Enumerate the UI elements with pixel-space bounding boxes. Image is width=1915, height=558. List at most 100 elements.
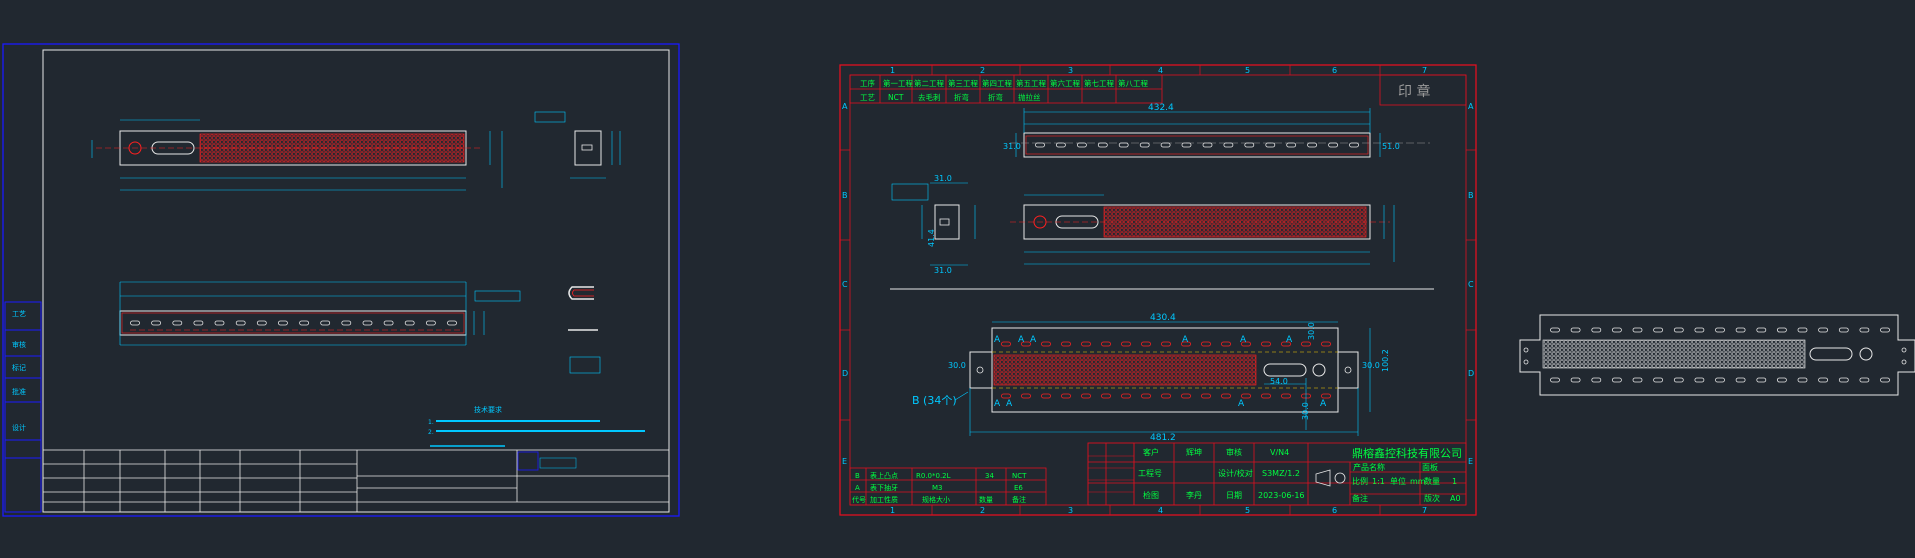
side-label-3: 标记 <box>12 363 26 372</box>
flat-bottom-notch <box>1161 393 1171 399</box>
process-r1-c6: 第六工程 <box>1050 78 1080 88</box>
dim-side-width-top: 31.0 <box>934 174 952 183</box>
grid-row-a-right: A <box>1468 102 1474 111</box>
spec-table <box>849 467 1047 506</box>
process-row-2: 工艺 NCT 去毛刺 折弯 折弯 抛拉丝 <box>860 92 1041 102</box>
preview-bottom-notch <box>1570 377 1581 383</box>
left-front-notch <box>425 320 436 326</box>
preview-bottom-notch <box>1612 377 1622 383</box>
left-front-notch <box>320 320 331 326</box>
preview-right-hole <box>1901 347 1907 353</box>
right-top-view-part[interactable] <box>1010 132 1430 158</box>
left-note-2: 2. <box>428 429 434 436</box>
grid-col-1-top: 1 <box>890 66 895 75</box>
customer-label: 客户 <box>1143 447 1159 457</box>
scale-label: 比例 <box>1352 476 1368 486</box>
approve-label: 审核 <box>1226 447 1242 457</box>
flat-top-notch <box>1161 341 1171 347</box>
dim-top-height-left: 31.0 <box>1003 142 1021 151</box>
grid-col-3-bottom: 3 <box>1068 506 1073 515</box>
right-flat-pattern-part[interactable] <box>969 327 1359 413</box>
right-top-notch <box>1223 142 1234 148</box>
process-r1-c5: 第五工程 <box>1016 78 1046 88</box>
dim-bottom-30: 30.0 <box>1301 402 1310 420</box>
left-front-notch <box>299 320 310 326</box>
preview-bottom-notch <box>1632 377 1643 383</box>
unit-value: mm <box>1410 477 1426 486</box>
grid-row-b-right: B <box>1468 191 1474 200</box>
right-top-notch <box>1139 142 1150 148</box>
preview-top-notch <box>1859 327 1870 333</box>
flat-bottom-notch <box>1021 393 1031 399</box>
right-top-notch <box>1035 142 1045 148</box>
right-drawing-sheet[interactable]: 1 2 3 4 5 6 7 1 2 3 4 5 6 7 A B C D E A … <box>839 64 1477 516</box>
svg-text:A: A <box>1030 335 1037 345</box>
scale-value: 1:1 <box>1372 477 1385 486</box>
svg-text:B: B <box>855 472 860 480</box>
grid-row-a-left: A <box>842 102 848 111</box>
flat-preview-part[interactable] <box>1519 314 1915 396</box>
callout-b: B (34个) <box>912 394 957 407</box>
preview-mount-hole <box>1859 347 1873 361</box>
right-top-notches <box>1035 142 1359 148</box>
preview-right-hole-2 <box>1901 359 1907 365</box>
qty-value: 1 <box>1452 477 1457 486</box>
flat-dimensions <box>954 321 1371 436</box>
left-note-highlight <box>534 111 566 123</box>
left-front-notch <box>151 320 162 326</box>
preview-perforated-area <box>1542 339 1806 369</box>
flat-top-notch <box>1221 341 1231 347</box>
dim-flat-height: 100.2 <box>1381 349 1390 372</box>
flat-top-notch <box>1021 341 1031 347</box>
left-side-view-part[interactable] <box>570 130 621 179</box>
flat-top-notch <box>1181 341 1191 347</box>
flat-notches-top <box>1001 341 1331 347</box>
right-front-dimensions <box>1024 194 1395 265</box>
right-side-view-part[interactable] <box>921 182 976 266</box>
flat-top-notch <box>1321 341 1331 347</box>
flat-bottom-notch <box>1081 393 1091 399</box>
grid-col-6-top: 6 <box>1332 66 1337 75</box>
left-front-notch <box>341 320 352 326</box>
preview-top-notch <box>1632 327 1643 333</box>
flat-bottom-notch <box>1201 393 1211 399</box>
process-row-1: 工序 第一工程 第二工程 第三工程 第四工程 第五工程 第六工程 第七工程 第八… <box>860 78 1148 88</box>
flat-top-notch <box>1081 341 1091 347</box>
svg-text:A: A <box>994 335 1001 345</box>
spec-row-1: B 表上凸点 R0.0*0.2L 34 NCT <box>855 471 1027 480</box>
dim-flat-right: 30.0 <box>1362 361 1380 370</box>
svg-text:加工性质: 加工性质 <box>870 495 898 504</box>
right-top-notch <box>1077 142 1087 148</box>
left-drawing-sheet[interactable]: 工艺 审核 标记 批准 设计 <box>2 43 680 517</box>
grid-row-d-left: D <box>842 369 848 378</box>
preview-top-notch <box>1818 327 1828 333</box>
flat-top-notch <box>1281 341 1291 347</box>
right-top-notch <box>1265 142 1276 148</box>
dim-side-height: 41.4 <box>927 229 936 247</box>
flat-left-hole <box>976 366 984 374</box>
preview-bottom-notch <box>1715 377 1725 383</box>
flat-top-notch <box>1041 341 1051 347</box>
right-top-notch <box>1202 142 1213 148</box>
svg-text:R0.0*0.2L: R0.0*0.2L <box>916 472 951 480</box>
process-r1-c8: 第八工程 <box>1118 78 1148 88</box>
preview-bottom-notch <box>1777 377 1787 383</box>
grid-col-3-top: 3 <box>1068 66 1073 75</box>
left-front-notch <box>362 320 373 326</box>
grid-col-1-bottom: 1 <box>890 506 895 515</box>
design-value: S3MZ/1.2 <box>1262 469 1300 478</box>
process-r2-c3: 折弯 <box>954 92 969 102</box>
right-front-view-part[interactable] <box>1010 204 1390 240</box>
flat-bottom-notch <box>1061 393 1071 399</box>
svg-text:A: A <box>1320 399 1327 409</box>
left-top-view-part[interactable] <box>96 130 480 166</box>
flat-top-notch <box>1241 341 1251 347</box>
preview-top-notch <box>1591 327 1602 333</box>
svg-text:A: A <box>994 399 1001 409</box>
side-label-2: 审核 <box>12 340 26 349</box>
right-top-notch <box>1307 142 1317 148</box>
right-top-notch <box>1328 142 1338 148</box>
left-sheet-outer-frame <box>2 43 680 517</box>
left-front-notch <box>256 320 267 326</box>
